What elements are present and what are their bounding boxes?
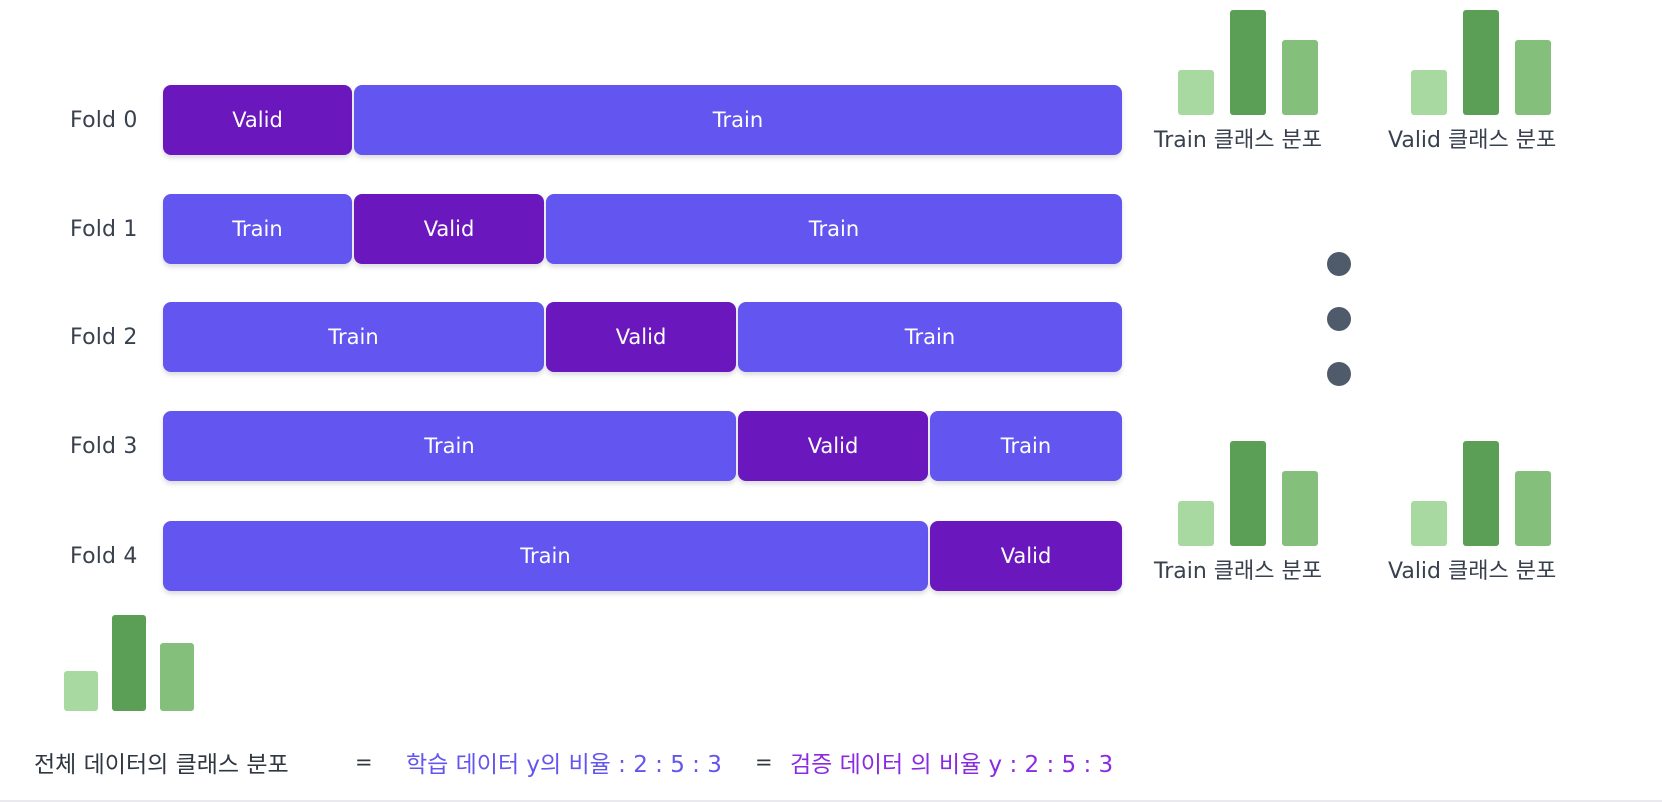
fold-segment-valid[interactable]: Valid xyxy=(546,302,736,372)
fold-segment-train[interactable]: Train xyxy=(163,411,736,481)
overall-distribution-label: 전체 데이터의 클래스 분포 xyxy=(34,752,289,778)
fold-label: Fold 1 xyxy=(70,216,138,242)
fold-segment-valid[interactable]: Valid xyxy=(354,194,544,264)
bar-class-1 xyxy=(1463,10,1499,115)
train-class-distribution-chart-top xyxy=(1178,10,1323,115)
bar-group xyxy=(64,615,199,711)
bar-class-2 xyxy=(1282,40,1318,115)
train-class-distribution-chart-bottom xyxy=(1178,441,1323,546)
fold-label: Fold 0 xyxy=(70,107,138,133)
bottom-divider xyxy=(0,800,1662,802)
train-class-distribution-caption-bottom: Train 클래스 분포 xyxy=(1154,559,1322,584)
fold-bar: Valid Train xyxy=(163,85,1122,155)
fold-row: Fold 4 Train Valid xyxy=(0,521,1130,591)
fold-label: Fold 4 xyxy=(70,543,138,569)
overall-class-distribution-chart xyxy=(64,615,199,711)
fold-row: Fold 0 Valid Train xyxy=(0,85,1130,155)
ellipsis-dot-icon xyxy=(1327,307,1351,331)
bar-class-0 xyxy=(1178,501,1214,546)
valid-class-distribution-chart-bottom xyxy=(1411,441,1556,546)
fold-segment-train[interactable]: Train xyxy=(163,521,928,591)
fold-row: Fold 1 Train Valid Train xyxy=(0,194,1130,264)
fold-segment-train[interactable]: Train xyxy=(738,302,1122,372)
ellipsis-dot-icon xyxy=(1327,252,1351,276)
fold-bar: Train Valid Train xyxy=(163,302,1122,372)
bar-group xyxy=(1411,441,1556,546)
bar-class-1 xyxy=(1230,10,1266,115)
fold-label: Fold 3 xyxy=(70,433,138,459)
bar-class-1 xyxy=(1230,441,1266,546)
fold-segment-train[interactable]: Train xyxy=(930,411,1122,481)
train-class-distribution-caption-top: Train 클래스 분포 xyxy=(1154,128,1322,153)
fold-bar: Train Valid Train xyxy=(163,411,1122,481)
bar-class-0 xyxy=(1411,70,1447,115)
equals-sign-1: = xyxy=(355,750,373,774)
fold-row: Fold 3 Train Valid Train xyxy=(0,411,1130,481)
bar-class-0 xyxy=(1411,501,1447,546)
bar-group xyxy=(1178,441,1323,546)
fold-segment-valid[interactable]: Valid xyxy=(163,85,352,155)
bar-class-2 xyxy=(1282,471,1318,546)
bar-group xyxy=(1411,10,1556,115)
bar-class-2 xyxy=(1515,40,1551,115)
fold-label: Fold 2 xyxy=(70,324,138,350)
bar-class-1 xyxy=(1463,441,1499,546)
train-ratio-label: 학습 데이터 y의 비율 : 2 : 5 : 3 xyxy=(406,752,722,778)
fold-segment-train[interactable]: Train xyxy=(163,194,352,264)
fold-segment-valid[interactable]: Valid xyxy=(738,411,928,481)
fold-bar: Train Valid Train xyxy=(163,194,1122,264)
bar-group xyxy=(1178,10,1323,115)
fold-segment-train[interactable]: Train xyxy=(546,194,1122,264)
fold-bar: Train Valid xyxy=(163,521,1122,591)
valid-class-distribution-caption-top: Valid 클래스 분포 xyxy=(1388,128,1557,153)
bar-class-0 xyxy=(1178,70,1214,115)
bar-class-2 xyxy=(1515,471,1551,546)
fold-segment-train[interactable]: Train xyxy=(163,302,544,372)
fold-row: Fold 2 Train Valid Train xyxy=(0,302,1130,372)
bar-class-2 xyxy=(160,643,194,711)
valid-class-distribution-caption-bottom: Valid 클래스 분포 xyxy=(1388,559,1557,584)
valid-class-distribution-chart-top xyxy=(1411,10,1556,115)
fold-segment-valid[interactable]: Valid xyxy=(930,521,1122,591)
ellipsis-dot-icon xyxy=(1327,362,1351,386)
fold-segment-train[interactable]: Train xyxy=(354,85,1122,155)
ratio-equation: 전체 데이터의 클래스 분포 = 학습 데이터 y의 비율 : 2 : 5 : … xyxy=(0,742,1662,782)
equals-sign-2: = xyxy=(755,750,773,774)
bar-class-1 xyxy=(112,615,146,711)
bar-class-0 xyxy=(64,671,98,711)
valid-ratio-label: 검증 데이터 의 비율 y : 2 : 5 : 3 xyxy=(790,752,1114,778)
